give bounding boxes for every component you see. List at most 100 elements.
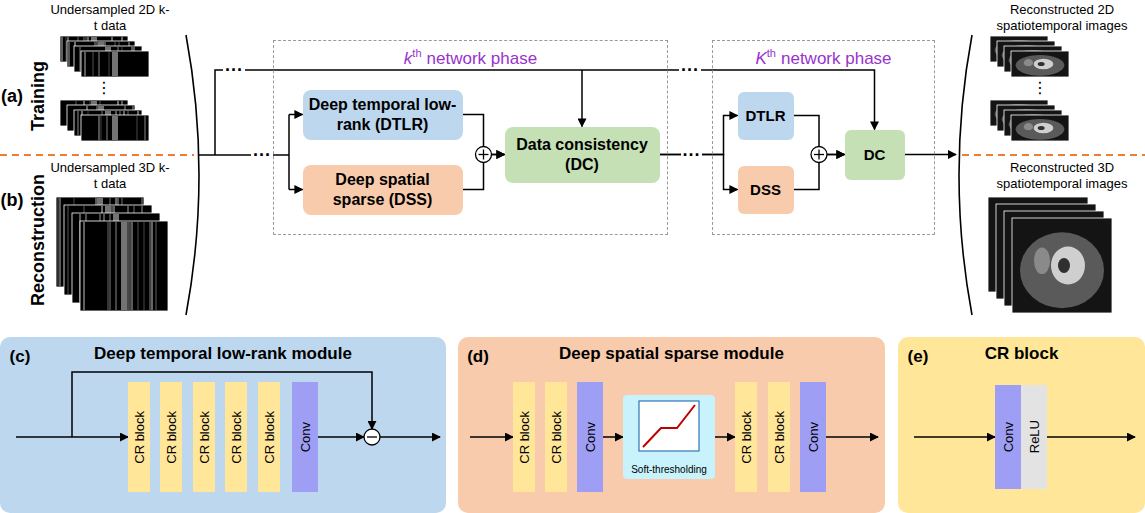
wire [1047,436,1135,438]
node-text: Deep temporal low-rank module [94,344,352,363]
panel-background [458,337,885,513]
layer-block: CR block [225,382,247,492]
connector [603,436,623,438]
wire [905,154,957,156]
ellipsis-mark: ··· [251,146,273,164]
label-text: ⋮ [1032,80,1048,96]
kt-sample-line [68,206,69,294]
label-text: Reconstructed 3D spatiotemporal images [977,160,1145,191]
layer-block: ReLU [1021,385,1047,489]
node-text: Data consistency (DC) [511,135,654,173]
kt-sample-line [80,47,81,71]
layer-block: CR block [160,382,182,492]
kt-sample-line [116,222,117,310]
symbol-stroke [367,436,377,437]
kt-sample-line [62,37,63,61]
bracket [959,35,972,315]
panel-title: Deep spatial sparse module [458,344,885,364]
layer-block: CR block [768,382,790,492]
phase-title: Kthnetwork phase [713,42,934,70]
node-text: CR block [773,411,786,464]
image-body [1020,232,1104,308]
image-tissue [1034,247,1050,274]
node-text: k [404,49,413,68]
kt-sample-line [66,37,67,61]
panel-title: Deep temporal low-rank module [0,344,446,364]
node-text: CR block [198,411,211,464]
node-text: CR block [518,411,531,464]
sum-symbol [476,147,492,163]
module-panel: Deep temporal low-rank module CR block CR … [0,337,446,513]
layer-block: CR block [513,382,535,492]
kt-sample-line [85,52,86,76]
image-frame-bg [1011,115,1069,141]
label-text: (c) [10,348,31,365]
image-heart [1051,247,1085,285]
image-frame-bg [1012,218,1112,313]
kt-sample-line [145,116,146,140]
minus-symbol [364,429,380,445]
kt-sample-line [108,222,109,310]
kt-sample-line [99,52,100,76]
wire [470,436,513,438]
panel-title: CR block [898,344,1145,364]
label-text: Undersampled 2D k-t data [50,2,170,33]
kt-sample-line [156,222,157,310]
wire [914,436,995,438]
divider-line [0,154,194,156]
module-box: Data consistency (DC) [505,127,660,183]
module-panel: CR blockConv ReLU [898,337,1145,513]
image-tissue [1024,123,1033,130]
module-panel: Deep spatial sparse module CR block CR blo… [458,337,885,513]
kt-frame-bg [81,115,149,141]
node-text: Conv [807,422,820,452]
layer-block: CR block [128,382,150,492]
kt-sample-line [107,116,108,140]
node-text: ReLU [1028,420,1041,453]
label-text: Undersampled 3D k-t data [50,160,170,191]
layer-block: Conv [577,382,603,492]
label-text: (d) [467,348,489,365]
kt-sample-line [78,111,79,135]
label-text: Reconstructed 2D spatiotemporal images [977,2,1145,33]
symbol-stroke [818,150,819,160]
panel-background [0,337,446,513]
kt-sample-line [130,222,131,310]
kt-sample-line [126,222,127,310]
node-text: Conv [1002,422,1015,452]
layer-block: Conv [800,382,826,492]
kt-sample-line [93,52,94,76]
kt-sample-line [117,52,118,76]
layer-block: CR block [193,382,215,492]
kt-sample-line [138,222,139,310]
image-ventricle [1058,258,1070,273]
node-text: CR block [165,411,178,464]
module-box: Deep spatial sparse (DSS) [303,165,463,215]
image-body [1016,55,1065,76]
kt-sample-line [115,116,116,140]
kt-sample-line [101,116,102,140]
phase-title: kthnetwork phase [274,42,667,70]
node-text: CR block [550,411,563,464]
layer-block: Conv [292,382,318,492]
kt-frame [81,115,149,141]
connector [715,436,735,438]
bracket [186,35,199,315]
kt-sample-line [99,116,100,140]
node-text: DC [864,146,886,164]
layer-block: CR block [545,382,567,492]
kt-sample-line [69,42,70,66]
kt-sample-line [84,222,85,310]
kt-frame-bg [80,221,168,311]
kt-sample-line [109,52,110,76]
wire [288,115,290,190]
image-body [1016,119,1065,140]
node-text: CR block [263,411,276,464]
image-ventricle [1038,62,1045,66]
kt-sample-line [144,222,145,310]
kt-sample-line [150,222,151,310]
module-box: Deep temporal low-rank (DTLR) [303,90,463,140]
side-label: Reconstruction [29,174,47,306]
image-frame [1012,218,1112,313]
wire [380,436,440,438]
